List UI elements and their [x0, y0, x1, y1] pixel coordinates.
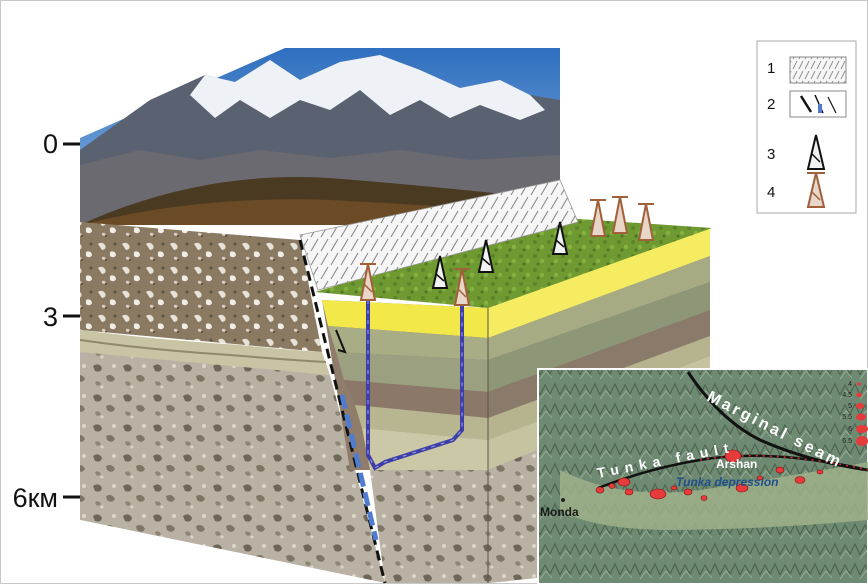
svg-text:6: 6 [848, 426, 852, 433]
svg-text:5.5: 5.5 [842, 414, 852, 421]
black-derrick-icon [806, 134, 826, 170]
svg-text:5: 5 [848, 403, 852, 410]
brown-derrick-icon [806, 172, 826, 208]
depth-label-3: 3 [43, 302, 58, 332]
depth-axis: 0 3 6км [13, 129, 80, 513]
legend: 1 2 3 4 [756, 40, 857, 214]
fault-arrows-icon [789, 90, 847, 118]
monda-label: Monda [540, 505, 579, 519]
inset-map: 4 4.5 5 5.5 6 6.5 Marginal seam Tunka fa… [537, 368, 868, 584]
legend-number-4: 4 [767, 184, 775, 201]
black-derricks [431, 221, 569, 289]
left-granite-block [79, 222, 385, 583]
svg-text:6.5: 6.5 [842, 438, 852, 445]
legend-number-1: 1 [767, 60, 775, 77]
tunka-fault [597, 454, 868, 490]
svg-text:4.5: 4.5 [842, 392, 852, 399]
geothermal-wells [366, 300, 464, 471]
earthquake-epicenters [595, 449, 824, 501]
depth-label-0: 0 [43, 129, 58, 159]
legend-number-3: 3 [767, 146, 775, 163]
svg-text:4: 4 [848, 381, 852, 388]
hatched-slope-deposit [299, 179, 579, 291]
depth-label-6km: 6км [13, 483, 58, 513]
brown-derricks [359, 196, 655, 306]
fault-line [298, 239, 387, 584]
hatched-rectangle-icon [789, 56, 847, 84]
legend-number-2: 2 [767, 96, 775, 113]
mountain-photo [80, 48, 560, 225]
tunka-depression-label: Tunka depression [676, 475, 778, 489]
magnitude-scale: 4 4.5 5 5.5 6 6.5 [842, 381, 868, 446]
monda-marker-icon [561, 498, 565, 502]
arshan-label: Arshan [716, 457, 757, 471]
